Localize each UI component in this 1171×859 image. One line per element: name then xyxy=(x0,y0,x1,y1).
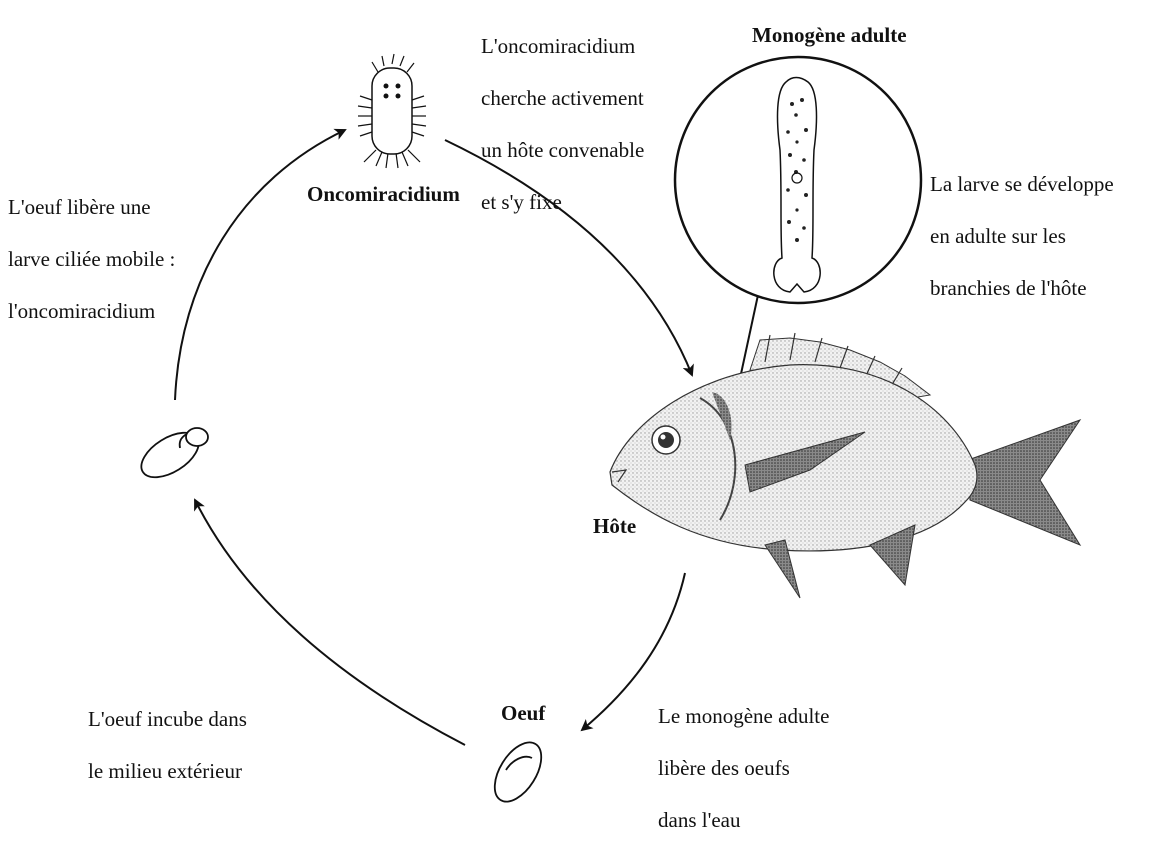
egg-label: Oeuf xyxy=(501,700,545,726)
adult-monogene-label: Monogène adulte xyxy=(752,22,907,48)
egg-hatching-figure xyxy=(134,424,208,487)
host-label: Hôte xyxy=(593,513,636,539)
egg-figure xyxy=(485,734,551,809)
oncomiracidium-label: Oncomiracidium xyxy=(307,181,460,207)
arrow-egg-to-larva xyxy=(175,130,345,400)
caption-egg-incubates: L'oeuf incube dans le milieu extérieur xyxy=(88,680,247,810)
caption-larva-develops: La larve se développe en adulte sur les … xyxy=(930,145,1114,327)
caption-egg-releases-larva: L'oeuf libère une larve ciliée mobile : … xyxy=(8,168,175,350)
caption-search-host: L'oncomiracidium cherche activement un h… xyxy=(481,7,644,241)
oncomiracidium-figure xyxy=(358,54,426,168)
caption-adult-lays-eggs: Le monogène adulte libère des oeufs dans… xyxy=(658,677,829,859)
host-fish-figure xyxy=(610,333,1080,598)
